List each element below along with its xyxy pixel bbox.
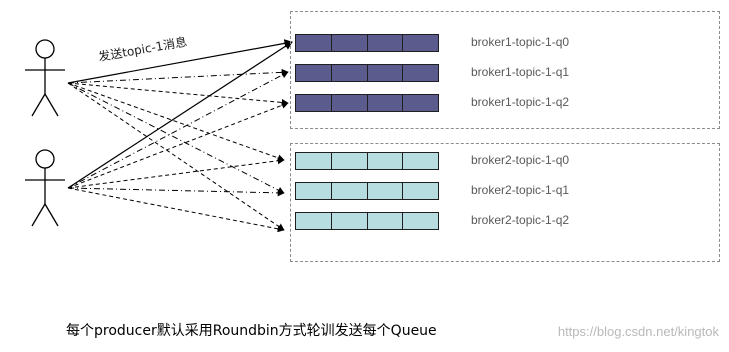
broker1-queue-0	[295, 34, 439, 52]
arrow-p1-to-q3	[67, 82, 285, 162]
queue-slot	[403, 213, 438, 229]
arrow-p2-to-q0	[67, 41, 293, 189]
queue-slot	[403, 65, 438, 81]
queue-label: broker1-topic-1-q2	[471, 95, 570, 109]
queue-slot	[296, 183, 332, 199]
queue-slot	[331, 35, 368, 51]
queue-slot	[331, 213, 368, 229]
queue-slot	[296, 35, 332, 51]
queue-slot	[367, 183, 404, 199]
queue-slot	[331, 183, 368, 199]
caption: 每个producer默认采用Roundbin方式轮训发送每个Queue	[66, 323, 437, 339]
arrow-p2-to-q1	[67, 71, 289, 189]
producer-2-icon	[25, 149, 65, 227]
queue-label: broker2-topic-1-q0	[471, 153, 570, 167]
arrow-p1-to-q2	[67, 82, 289, 106]
queue-slot	[331, 65, 368, 81]
queue-slot	[403, 183, 438, 199]
queue-label: broker2-topic-1-q1	[471, 183, 570, 197]
arrow-p2-to-q5	[67, 187, 285, 233]
producer-1-icon	[25, 39, 65, 117]
broker2-queue-2	[295, 212, 439, 230]
queue-slot	[296, 95, 332, 111]
arrow-p1-to-q1	[67, 68, 289, 84]
queue-label: broker1-topic-1-q1	[471, 65, 570, 79]
broker2-box	[290, 143, 720, 262]
queue-slot	[367, 213, 404, 229]
broker2-queue-0	[295, 152, 439, 170]
arrow-p1-to-q5	[67, 82, 285, 231]
arrow-p1-to-q0	[67, 39, 293, 84]
queue-slot	[296, 65, 332, 81]
queue-slot	[403, 153, 438, 169]
queue-slot	[403, 35, 438, 51]
arrow-p2-to-q4	[67, 187, 285, 197]
broker2-queue-1	[295, 182, 439, 200]
queue-slot	[367, 65, 404, 81]
broker1-queue-2	[295, 94, 439, 112]
queue-slot	[367, 95, 404, 111]
broker1-queue-1	[295, 64, 439, 82]
queue-slot	[296, 153, 332, 169]
queue-slot	[331, 153, 368, 169]
arrow-p2-to-q3	[67, 157, 285, 189]
arrow-p2-to-q2	[67, 102, 289, 189]
queue-slot	[296, 213, 332, 229]
queue-slot	[403, 95, 438, 111]
queue-slot	[367, 35, 404, 51]
queue-slot	[331, 95, 368, 111]
watermark: https://blog.csdn.net/kingtok	[557, 324, 719, 339]
queue-label: broker2-topic-1-q2	[471, 213, 570, 227]
queue-slot	[367, 153, 404, 169]
queue-label: broker1-topic-1-q0	[471, 35, 570, 49]
send-arrows	[67, 39, 293, 233]
broker1-box	[290, 11, 720, 129]
arrow-p1-to-q4	[67, 82, 285, 194]
